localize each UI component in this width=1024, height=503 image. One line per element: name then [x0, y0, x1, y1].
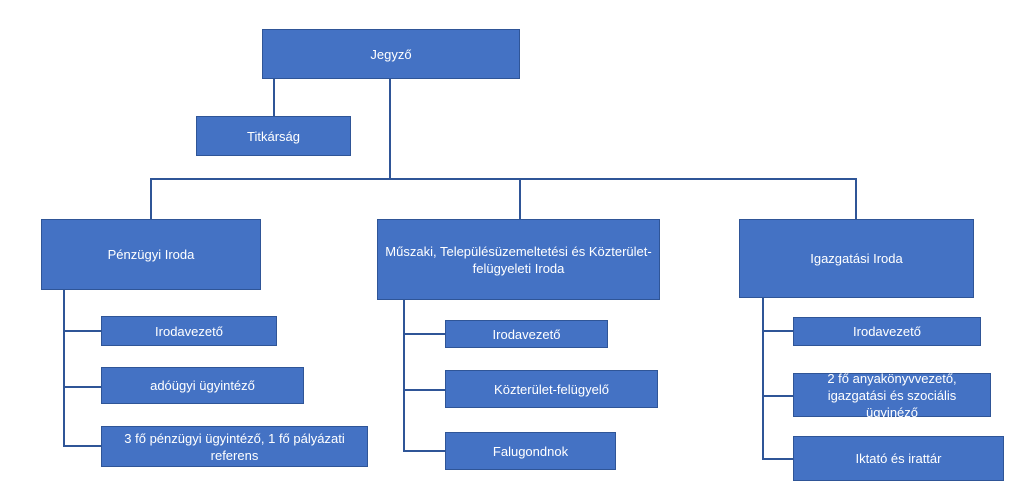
connector-line [762, 330, 793, 332]
connector-line [403, 389, 445, 391]
staff-box: Irodavezető [445, 320, 608, 348]
jegyzo-box: Jegyző [262, 29, 520, 79]
office-box-muszaki: Műszaki, Településüzemeltetési és Közter… [377, 219, 660, 300]
staff-box: 3 fő pénzügyi ügyintéző, 1 fő pályázati … [101, 426, 368, 467]
connector-line [403, 333, 445, 335]
titkarsag-box: Titkárság [196, 116, 351, 156]
staff-box: Irodavezető [101, 316, 277, 346]
connector-line [63, 386, 101, 388]
connector-line [403, 450, 445, 452]
staff-box: 2 fő anyakönyvvezető, igazgatási és szoc… [793, 371, 991, 420]
office-box-igazgatasi: Igazgatási Iroda [739, 219, 974, 298]
connector-line [63, 445, 101, 447]
connector-line [519, 178, 521, 219]
connector-line [273, 79, 275, 116]
office-box-penzugyi: Pénzügyi Iroda [41, 219, 261, 290]
staff-box: adóügyi ügyintéző [101, 367, 304, 404]
staff-box: Iktató és irattár [793, 436, 1004, 481]
staff-box: Falugondnok [445, 432, 616, 470]
staff-box: Közterület-felügyelő [445, 370, 658, 408]
connector-line [63, 330, 101, 332]
staff-box: Irodavezető [793, 317, 981, 346]
connector-line [855, 178, 857, 219]
connector-line [762, 395, 793, 397]
connector-line [762, 298, 764, 460]
connector-line [389, 79, 391, 179]
connector-line [403, 300, 405, 452]
connector-line [762, 458, 793, 460]
connector-line [150, 178, 152, 219]
connector-line [63, 290, 65, 447]
connector-line [150, 178, 857, 180]
